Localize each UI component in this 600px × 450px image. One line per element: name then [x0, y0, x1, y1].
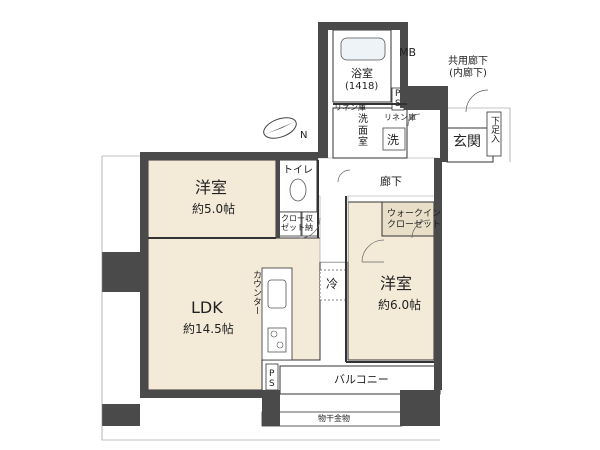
- western-room-a-size: 約5.0帖: [192, 202, 236, 216]
- interior-walls: [148, 103, 434, 363]
- shoe-box: [486, 111, 502, 157]
- toilet-name: トイレ: [283, 165, 313, 176]
- walkin-closet-floor: [381, 201, 435, 237]
- compass-n-label: N: [300, 130, 308, 141]
- washer-label: 洗: [387, 133, 400, 147]
- fridge-space: [319, 269, 347, 301]
- mb-label: MB: [399, 46, 417, 59]
- common-corridor-label: 共用廊下 (内廊下): [448, 56, 488, 79]
- outer-guides: [101, 107, 511, 441]
- compass-icon: [263, 117, 297, 139]
- balcony-floor: [279, 365, 441, 395]
- toilet-bowl: [289, 178, 307, 202]
- storage-label: 収 納: [305, 214, 313, 232]
- ldk-size: 約14.5帖: [183, 322, 234, 336]
- bathtub: [340, 37, 386, 61]
- ps-bottom-label: P S: [269, 369, 275, 389]
- ps-top-label: P S: [395, 89, 401, 109]
- shoe-box-label: 下足入: [489, 116, 499, 143]
- ldk-name: LDK: [191, 298, 223, 317]
- balcony-label: バルコニー: [334, 373, 389, 386]
- washer-box: [382, 127, 406, 151]
- walkin-closet-name: ウォークイン クローゼット: [387, 209, 442, 230]
- kitchen-sink: [267, 279, 287, 309]
- western-room-b-name: 洋室: [380, 274, 413, 293]
- entrance-floor: [446, 127, 494, 163]
- entrance-name: 玄関: [453, 134, 481, 150]
- corridor-label: 廊下: [380, 175, 402, 188]
- washroom-name: 洗 面 室: [358, 114, 368, 148]
- closet-label: クロー ゼット: [281, 214, 305, 232]
- linen-label-2: リネン庫: [384, 113, 416, 122]
- kitchen-stove: [267, 327, 287, 353]
- western-room-a-name: 洋室: [195, 178, 228, 197]
- bath-size: (1418): [345, 81, 379, 92]
- western-room-b-size: 約6.0帖: [378, 298, 422, 312]
- linen-label-1: リネン庫: [334, 103, 366, 112]
- drying-rail-label: 物干金物: [318, 414, 350, 423]
- door-swings: [299, 89, 489, 263]
- fridge-label: 冷: [326, 277, 339, 291]
- bath-name: 浴室: [351, 67, 373, 80]
- western-room-a-floor: [147, 159, 277, 239]
- counter-label: カウンター: [251, 270, 261, 315]
- exterior-walls: [102, 22, 448, 426]
